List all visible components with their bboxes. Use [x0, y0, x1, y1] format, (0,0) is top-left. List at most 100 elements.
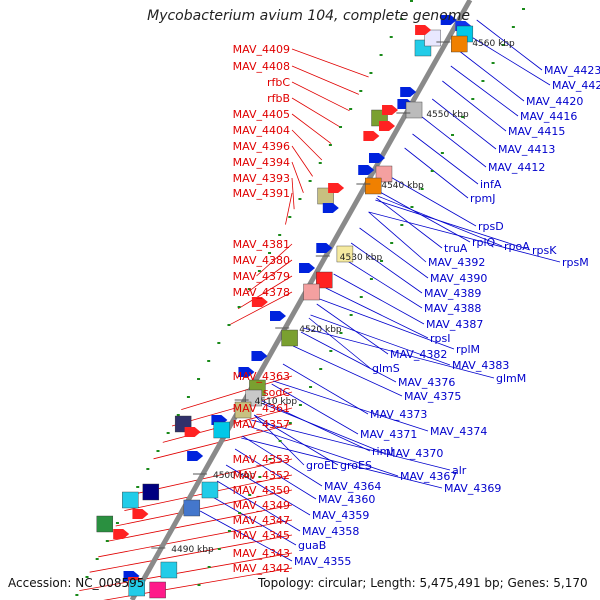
- leader-line-left: [291, 129, 323, 161]
- dot-right: [420, 188, 424, 190]
- kbp-marker: 4510 kbp: [255, 397, 298, 407]
- leader-line-left: [291, 81, 350, 112]
- gene-label-left: MAV_4381: [233, 238, 290, 251]
- dot-left: [349, 108, 353, 110]
- gene-arrow: [251, 297, 268, 307]
- dot-left: [95, 558, 99, 560]
- gene-label-right: MAV_4371: [360, 428, 417, 441]
- spoke-line-right: [476, 19, 543, 71]
- dot-right: [369, 278, 373, 280]
- gene-label-right: MAV_4413: [498, 143, 555, 156]
- gene-label-left: MAV_4380: [233, 254, 290, 267]
- leader-line-left: [181, 375, 293, 410]
- dot-left: [186, 396, 190, 398]
- dot-right: [227, 530, 231, 532]
- gene-label-right: MAV_4390: [430, 272, 487, 285]
- gene-block: [336, 245, 354, 263]
- spoke-line-right: [368, 211, 561, 263]
- spoke-line-right: [388, 175, 477, 227]
- spoke-line-right: [368, 211, 427, 263]
- dot-right: [359, 296, 363, 298]
- dot-left: [85, 576, 89, 578]
- gene-label-right: guaB: [298, 539, 326, 552]
- dot-right: [258, 476, 262, 478]
- leader-line-left: [291, 48, 369, 78]
- dot-right: [501, 44, 505, 46]
- dot-left: [288, 216, 292, 218]
- gene-label-right: rplM: [456, 343, 480, 356]
- spoke-line-right: [333, 273, 425, 325]
- dot-left: [156, 450, 160, 452]
- leader-line-left: [133, 458, 293, 495]
- spoke-line-right: [379, 191, 471, 243]
- dot-right: [197, 584, 201, 586]
- spoke-line-right: [208, 494, 297, 546]
- gene-arrow: [322, 203, 339, 213]
- dot-left: [389, 36, 393, 38]
- leader-line-left: [98, 519, 293, 558]
- spoke-line-right: [359, 227, 429, 279]
- gene-label-left: rfbB: [267, 92, 290, 105]
- dot-left: [75, 594, 79, 596]
- dot-right: [339, 332, 343, 334]
- dot-right: [309, 386, 313, 388]
- gene-arrow: [368, 153, 385, 163]
- leader-line-left: [291, 97, 341, 128]
- gene-block: [234, 401, 252, 419]
- gene-block: [213, 421, 230, 439]
- spoke-line-right: [303, 327, 495, 379]
- dot-right: [268, 458, 272, 460]
- dot-right: [380, 260, 384, 262]
- dot-left: [268, 252, 272, 254]
- kbp-marker: 4500 kbp: [213, 471, 256, 481]
- gene-label-right: MAV_4375: [404, 390, 461, 403]
- gene-label-right: MAV_4383: [452, 359, 509, 372]
- dot-right: [288, 422, 292, 424]
- gene-label-left: MAV_4363: [233, 370, 290, 383]
- gene-label-left: MAV_4379: [233, 270, 290, 283]
- gene-label-right: MAV_4389: [424, 287, 481, 300]
- spoke-line-right: [325, 287, 429, 339]
- leader-line-left: [89, 534, 293, 573]
- gene-arrow: [238, 367, 255, 377]
- gene-label-right: MAV_4364: [324, 480, 381, 493]
- gene-block: [183, 499, 201, 517]
- spoke-line-right: [225, 464, 311, 516]
- gene-label-left: MAV_4343: [233, 547, 290, 560]
- gene-arrow: [316, 243, 333, 253]
- gene-label-right: MAV_4367: [400, 470, 457, 483]
- gene-label-right: rpmJ: [470, 192, 495, 205]
- dot-right: [440, 152, 444, 154]
- leader-line-left: [291, 145, 313, 177]
- gene-label-right: MAV_4373: [370, 408, 427, 421]
- spoke-line-right: [375, 199, 531, 251]
- gene-label-right: glmM: [496, 372, 526, 385]
- gene-block: [281, 329, 298, 347]
- gene-label-left: MAV_4394: [233, 156, 290, 169]
- gene-block: [142, 483, 160, 501]
- gene-label-right: MAV_4416: [520, 110, 577, 123]
- spoke-line-right: [234, 448, 317, 500]
- dot-left: [176, 414, 180, 416]
- leader-line-left: [291, 161, 304, 193]
- dot-left: [207, 360, 211, 362]
- gene-label-right: rpsI: [430, 332, 450, 345]
- leader-line-left: [115, 489, 293, 527]
- dot-right: [400, 224, 404, 226]
- dot-right: [319, 368, 323, 370]
- gene-label-right: MAV_4388: [424, 302, 481, 315]
- leader-line-left: [291, 113, 332, 144]
- gene-label-right: MAV_4376: [398, 376, 455, 389]
- spoke-line-right: [300, 331, 397, 383]
- dot-right: [481, 80, 485, 82]
- gene-label-left: MAV_4342: [233, 562, 290, 575]
- dot-right: [471, 98, 475, 100]
- gene-label-right: MAV_4358: [302, 525, 359, 538]
- leader-line-left: [285, 192, 293, 225]
- spoke-line-right: [376, 197, 443, 249]
- spoke-line-right: [273, 380, 429, 432]
- spoke-line-right: [342, 257, 423, 309]
- gene-label-right: MAV_4370: [386, 447, 443, 460]
- gene-label-left: MAV_4408: [233, 60, 290, 73]
- spoke-line-right: [468, 34, 551, 86]
